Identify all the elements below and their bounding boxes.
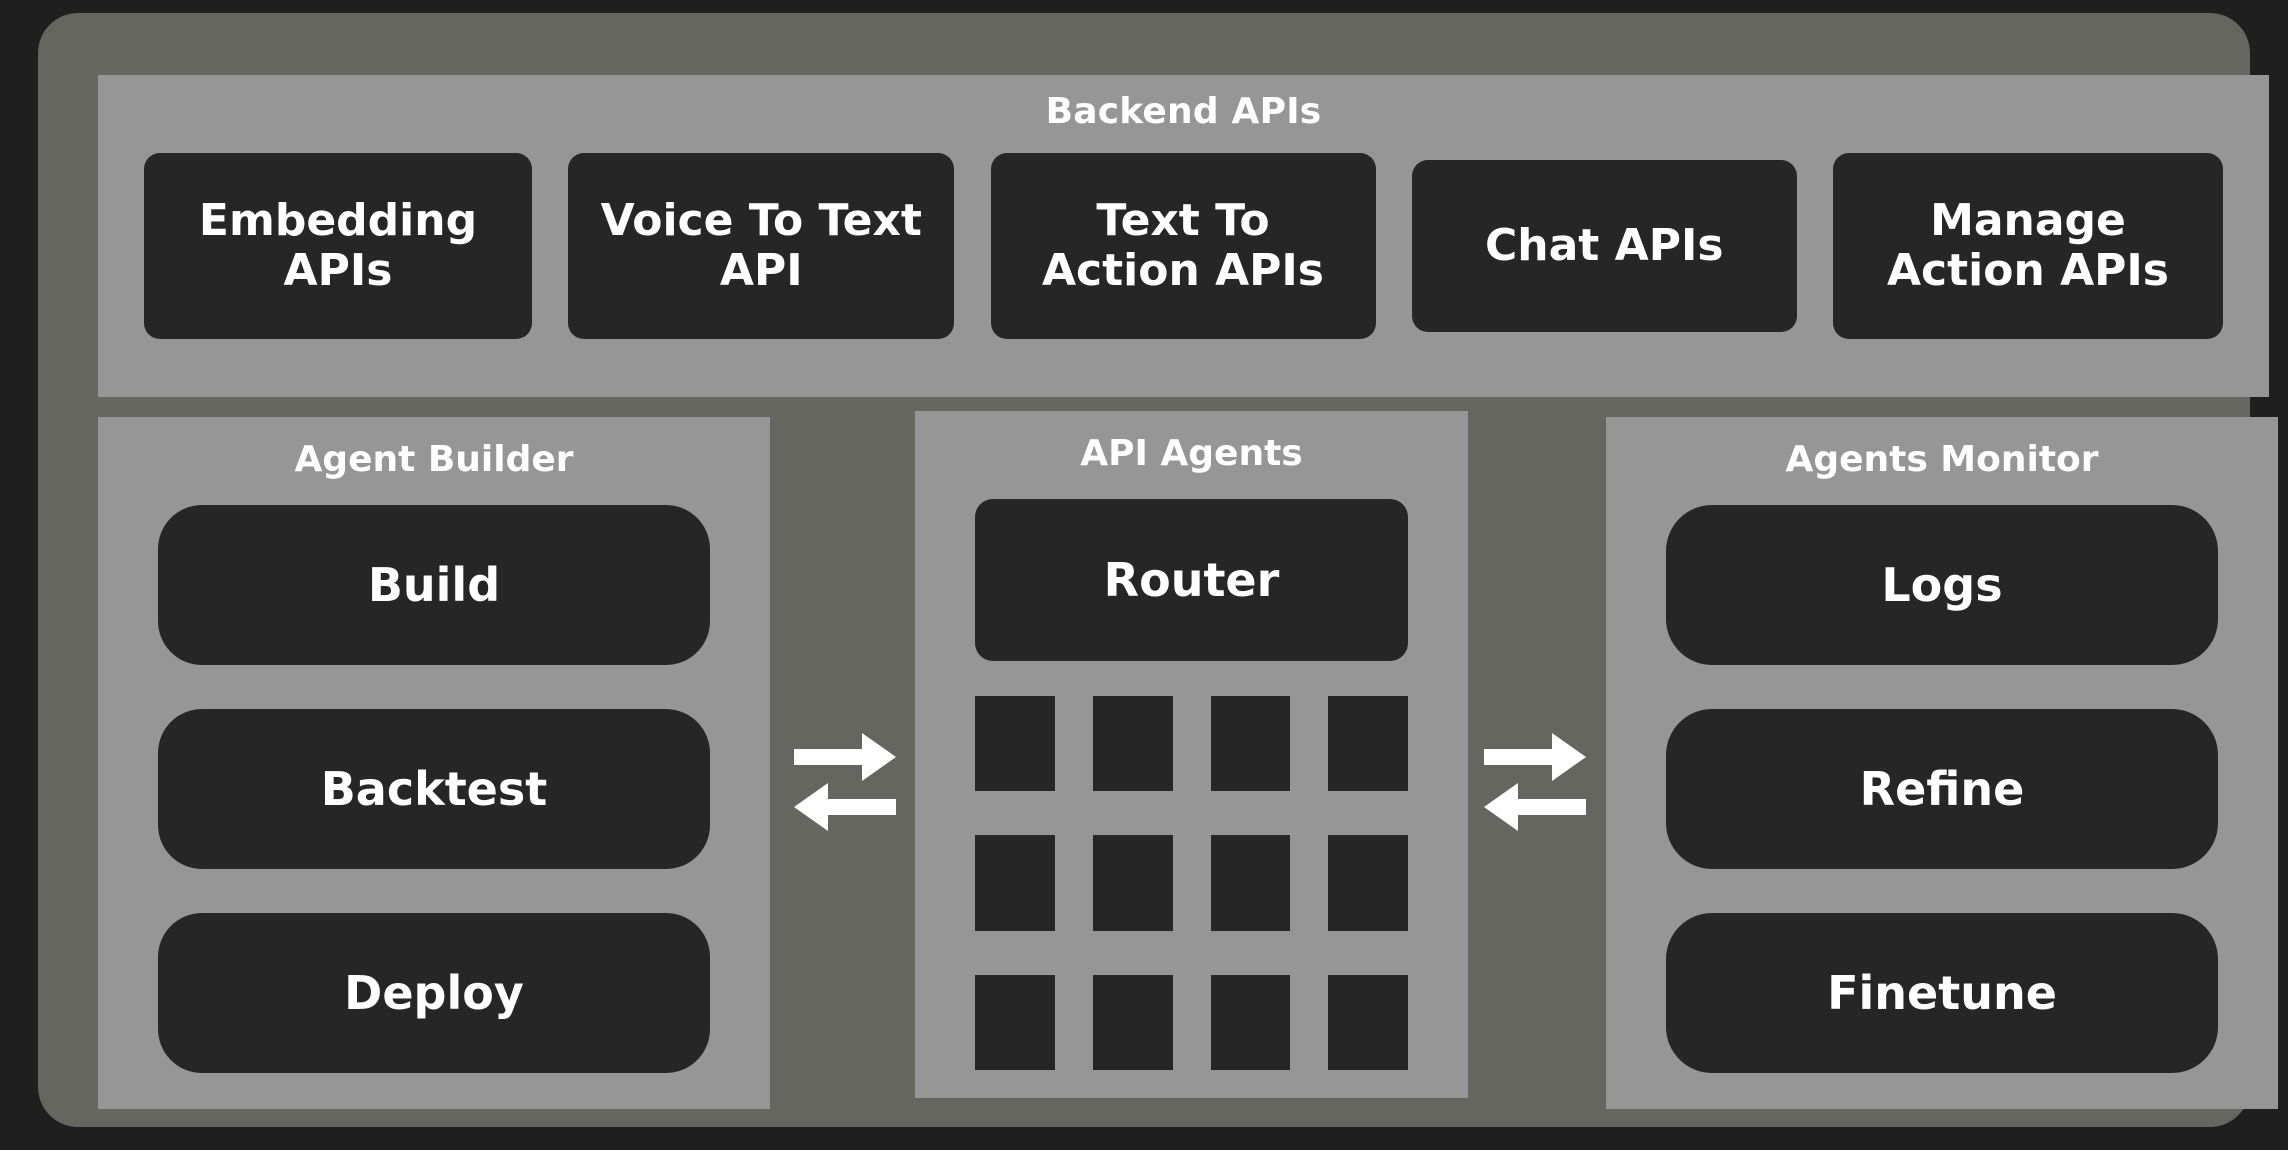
agent-grid-cell[interactable] xyxy=(1328,696,1408,792)
pill-label: Refine xyxy=(1859,762,2025,816)
agents-monitor-item-logs[interactable]: Logs xyxy=(1666,505,2218,665)
pill-label: Logs xyxy=(1881,558,2003,612)
agent-builder-item-build[interactable]: Build xyxy=(158,505,710,665)
agent-grid-cell[interactable] xyxy=(975,974,1055,1070)
agent-grid-cell[interactable] xyxy=(1092,835,1173,931)
exchange-arrows-icon-agents-to-monitor xyxy=(1482,727,1588,837)
agent-grid-cell[interactable] xyxy=(1328,974,1408,1070)
api-box-embedding-apis[interactable]: Embedding APIs xyxy=(144,153,532,339)
agent-grid-cell[interactable] xyxy=(975,835,1055,931)
api-box-text-to-action-apis[interactable]: Text To Action APIs xyxy=(990,153,1376,339)
api-box-label: Text To Action APIs xyxy=(1042,194,1324,296)
pill-label: Finetune xyxy=(1827,966,2057,1020)
api-agents-title: API Agents xyxy=(1080,433,1303,474)
backend-apis-title: Backend APIs xyxy=(1045,91,1322,132)
agent-grid-cell[interactable] xyxy=(1092,696,1173,792)
agent-grid-cell[interactable] xyxy=(1210,696,1291,792)
agents-monitor-item-refine[interactable]: Refine xyxy=(1666,709,2218,869)
agent-grid-cell[interactable] xyxy=(1092,974,1173,1070)
api-box-label: Voice To Text API xyxy=(600,194,922,296)
agents-monitor-item-finetune[interactable]: Finetune xyxy=(1666,913,2218,1073)
pill-label: Deploy xyxy=(344,966,524,1020)
api-box-label: Manage Action APIs xyxy=(1887,194,2169,296)
agent-builder-item-backtest[interactable]: Backtest xyxy=(158,709,710,869)
api-box-manage-action-apis[interactable]: Manage Action APIs xyxy=(1833,153,2223,339)
pill-label: Build xyxy=(367,558,501,612)
pill-label: Backtest xyxy=(320,762,548,816)
agents-monitor-panel: Agents Monitor Logs Refine Finetune xyxy=(1606,417,2278,1109)
agent-builder-title: Agent Builder xyxy=(294,439,574,480)
agent-grid-cell[interactable] xyxy=(1328,835,1408,931)
router-box[interactable]: Router xyxy=(975,499,1408,661)
agent-builder-panel: Agent Builder Build Backtest Deploy xyxy=(98,417,770,1109)
agent-grid-cell[interactable] xyxy=(975,696,1055,792)
agent-builder-item-list: Build Backtest Deploy xyxy=(158,505,710,1073)
exchange-arrows-icon-builder-to-agents xyxy=(792,727,898,837)
backend-apis-box-row: Embedding APIs Voice To Text API Text To… xyxy=(144,153,2223,339)
outer-frame: Backend APIs Embedding APIs Voice To Tex… xyxy=(38,13,2278,1127)
api-box-label: Chat APIs xyxy=(1484,219,1724,271)
agent-grid-cell[interactable] xyxy=(1210,835,1291,931)
api-box-label: Embedding APIs xyxy=(198,194,478,296)
agent-grid-cell[interactable] xyxy=(1210,974,1291,1070)
agents-monitor-item-list: Logs Refine Finetune xyxy=(1666,505,2218,1073)
router-label: Router xyxy=(1103,553,1280,607)
api-agents-panel: API Agents Router xyxy=(915,411,1468,1098)
api-box-chat-apis[interactable]: Chat APIs xyxy=(1411,160,1797,332)
agents-monitor-title: Agents Monitor xyxy=(1785,439,2099,480)
api-agents-grid xyxy=(975,696,1408,1070)
agent-builder-item-deploy[interactable]: Deploy xyxy=(158,913,710,1073)
backend-apis-panel: Backend APIs Embedding APIs Voice To Tex… xyxy=(98,75,2269,397)
api-box-voice-to-text-api[interactable]: Voice To Text API xyxy=(568,153,955,339)
